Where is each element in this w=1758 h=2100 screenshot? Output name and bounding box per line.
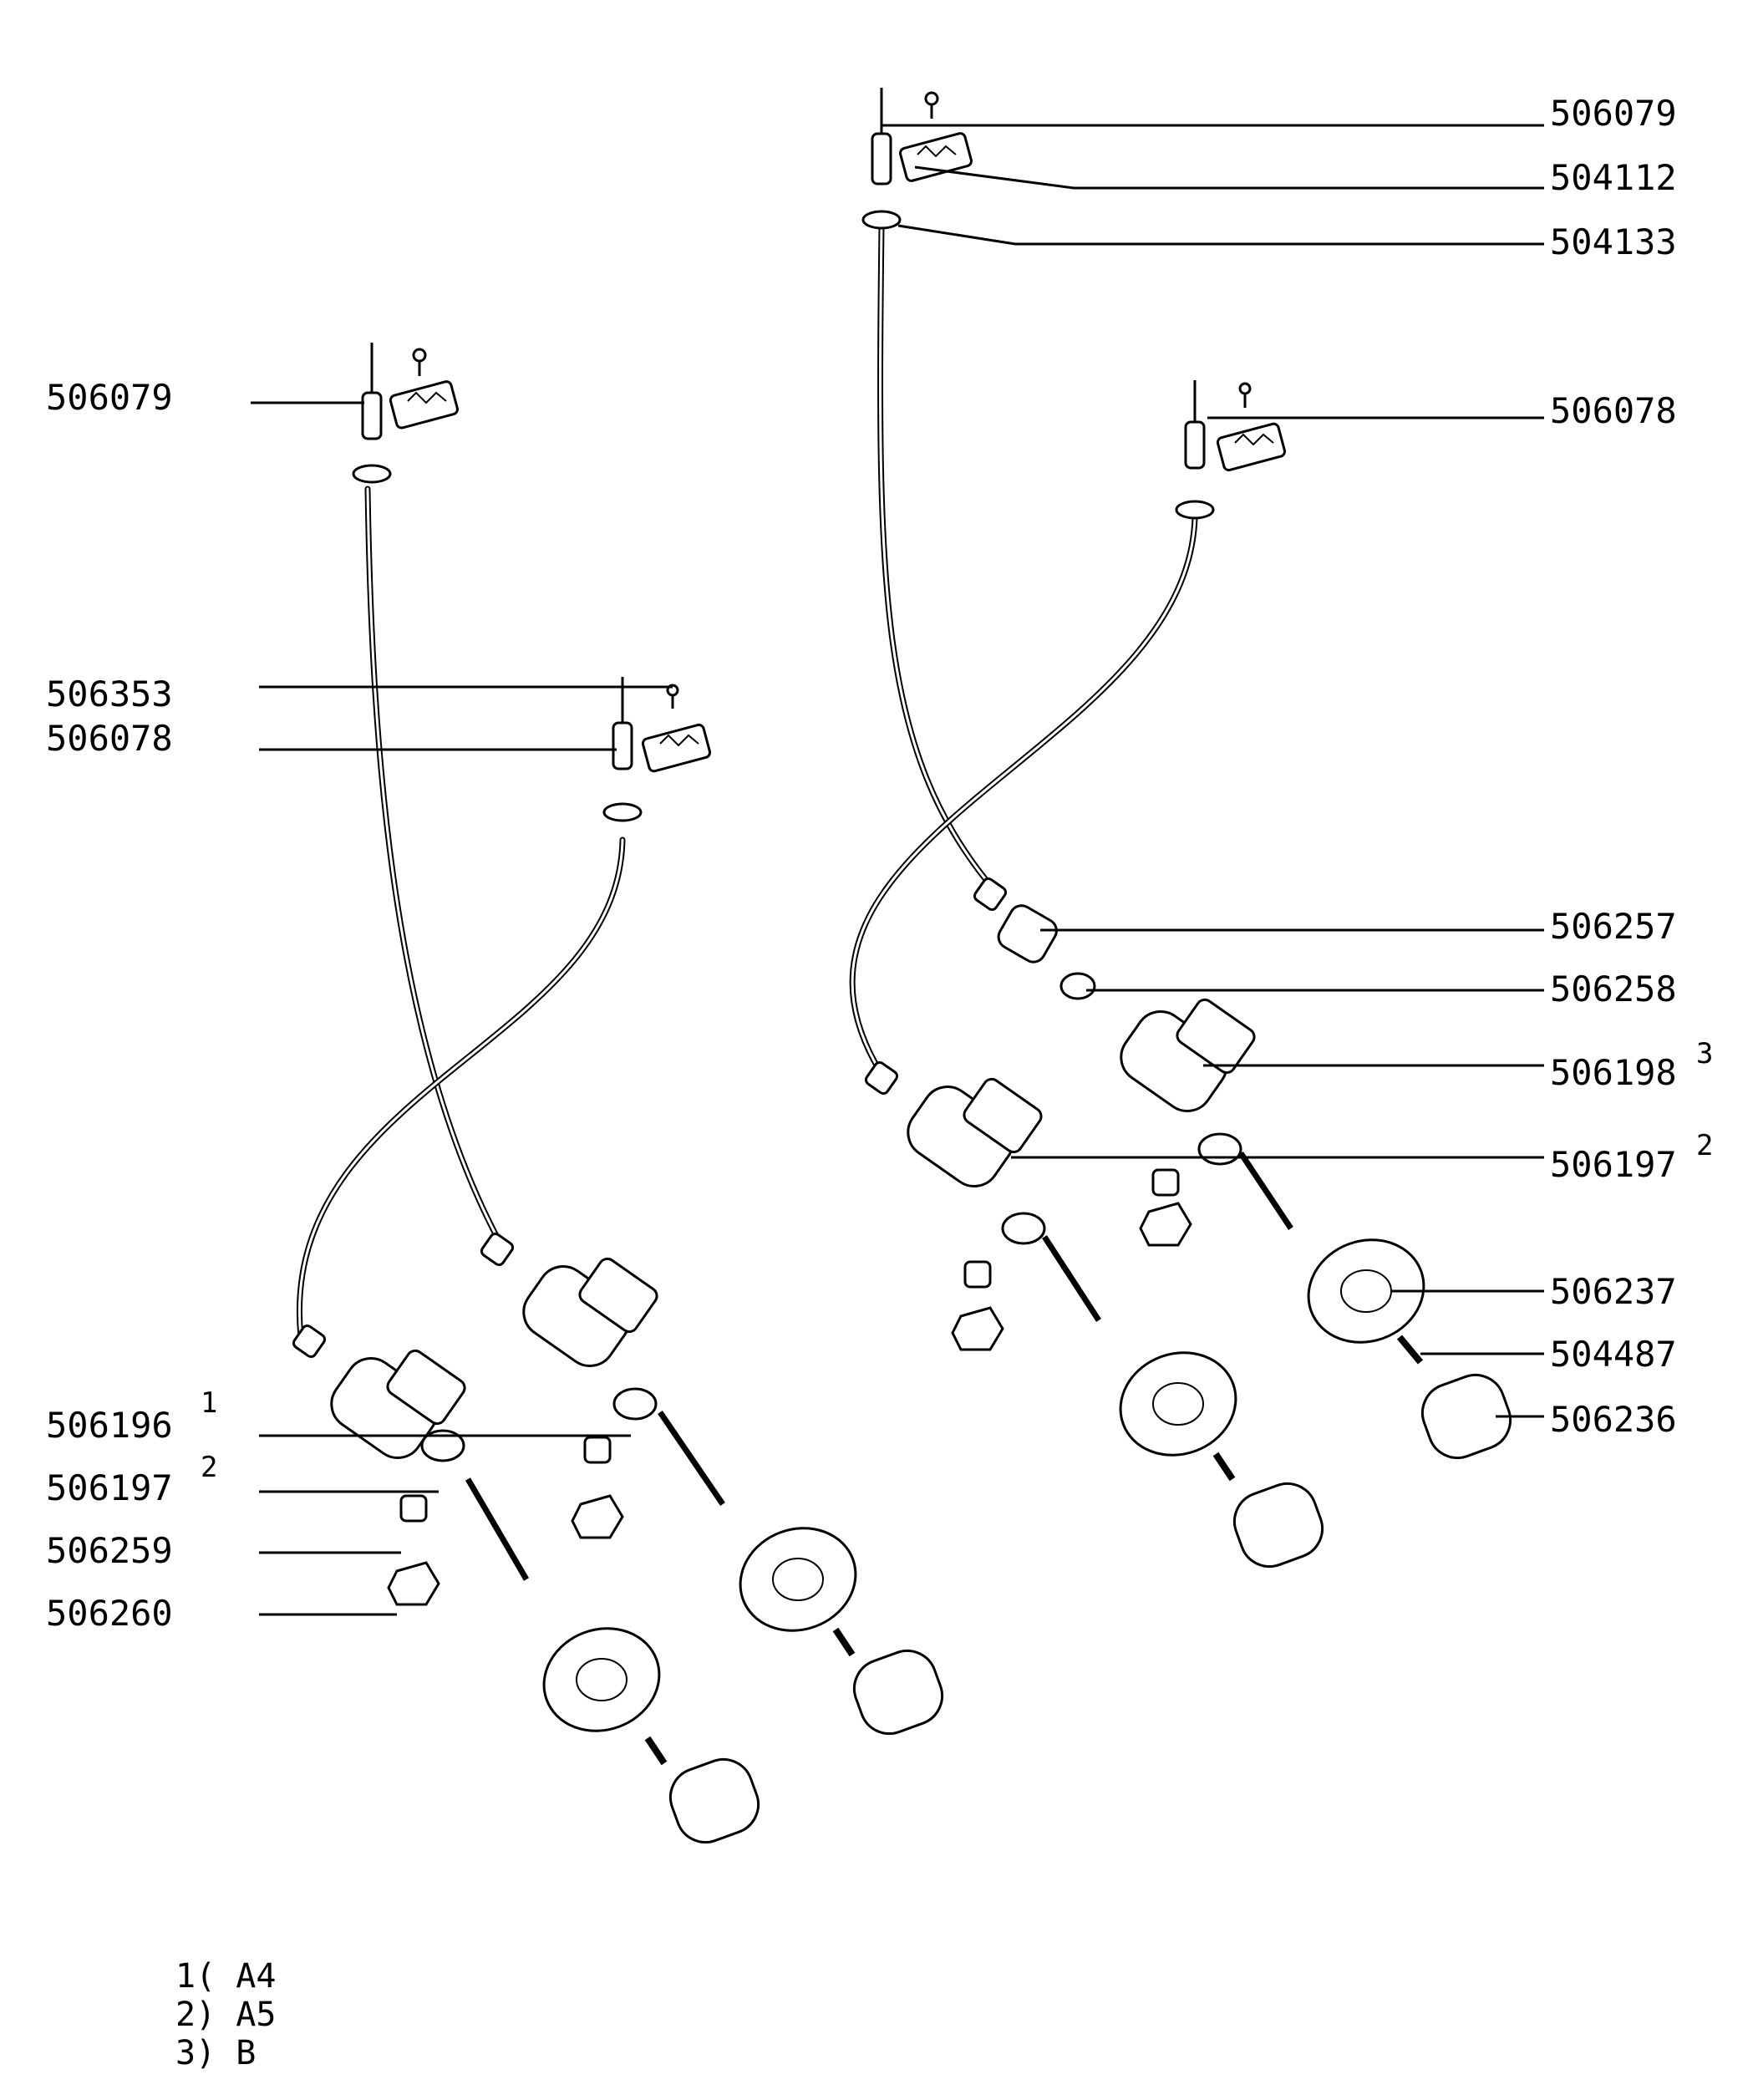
labels-bottom-left: 506196 1 506197 2 506259 506260 bbox=[46, 1386, 217, 1634]
footnote-mark: 2 bbox=[201, 1451, 217, 1484]
valve-right-b bbox=[1120, 998, 1293, 1247]
part-label: 506078 bbox=[46, 718, 173, 759]
footnote: 1( A4 bbox=[175, 1957, 276, 1996]
part-label: 504487 bbox=[1550, 1334, 1677, 1375]
knob-set-3 bbox=[1119, 1351, 1324, 1569]
footnote-mark: 3 bbox=[1696, 1037, 1713, 1070]
probe-right bbox=[1175, 380, 1287, 520]
part-label: 506197 bbox=[1550, 1144, 1677, 1185]
footnote: 3) B bbox=[175, 2034, 256, 2072]
part-label: 506079 bbox=[46, 377, 173, 418]
part-label: 506079 bbox=[1550, 93, 1677, 134]
footnote-mark: 2 bbox=[1696, 1129, 1713, 1162]
labels-top-left: 506079 506353 506078 bbox=[46, 377, 173, 759]
knob-set-2 bbox=[739, 1527, 944, 1736]
leader-lines bbox=[251, 124, 1544, 1616]
part-label: 506353 bbox=[46, 674, 173, 714]
part-label: 506197 bbox=[46, 1467, 173, 1508]
footnote-mark: 1 bbox=[201, 1386, 217, 1420]
part-label: 506236 bbox=[1550, 1399, 1677, 1440]
part-label: 504112 bbox=[1550, 157, 1677, 198]
knob-set-4 bbox=[1307, 1238, 1512, 1460]
valve-left-a bbox=[330, 1349, 530, 1606]
pipes bbox=[296, 222, 1198, 1340]
part-label: 506078 bbox=[1550, 390, 1677, 431]
knob-set-1 bbox=[542, 1627, 760, 1844]
labels-top-right: 506079 504112 504133 506078 bbox=[1550, 93, 1677, 431]
part-label: 506237 bbox=[1550, 1271, 1677, 1312]
part-label: 506257 bbox=[1550, 906, 1677, 947]
valve-left-b bbox=[522, 1257, 725, 1539]
part-label: 506198 bbox=[1550, 1052, 1677, 1093]
labels-mid-right: 506257 506258 506198 3 506197 2 506237 5… bbox=[1550, 906, 1713, 1440]
probe-mid-left bbox=[602, 677, 712, 822]
valve-right-a bbox=[907, 1077, 1101, 1351]
probe-top-left bbox=[352, 343, 459, 484]
part-label: 506260 bbox=[46, 1593, 173, 1634]
part-label: 506196 bbox=[46, 1405, 173, 1446]
part-label: 504133 bbox=[1550, 221, 1677, 262]
footnotes: 1( A4 2) A5 3) B bbox=[175, 1957, 276, 2072]
probe-top-right bbox=[861, 88, 973, 230]
part-label: 506259 bbox=[46, 1530, 173, 1571]
part-label: 506258 bbox=[1550, 969, 1677, 1009]
pipe-fittings bbox=[292, 877, 1096, 1359]
footnote: 2) A5 bbox=[175, 1996, 276, 2034]
